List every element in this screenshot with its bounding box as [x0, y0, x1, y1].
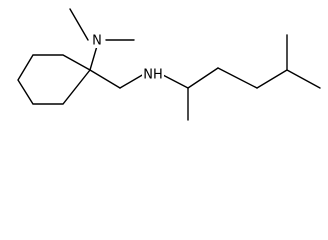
- atom-n2-label: NH: [143, 68, 163, 83]
- bond-chain-methyl-right: [286, 69, 321, 89]
- ring-cyclohexane: [17, 54, 91, 105]
- bond-chain-1: [187, 67, 219, 89]
- bond-nh-chain: [160, 73, 189, 89]
- molecule-structure: N NH: [17, 8, 321, 121]
- bond-ring-ch2: [89, 69, 121, 89]
- bond-chain-3: [256, 69, 288, 89]
- bond-chain-2: [217, 67, 258, 89]
- bond-n-ring: [89, 45, 98, 71]
- atom-n1: N: [90, 32, 104, 49]
- atom-n1-label: N: [92, 34, 102, 49]
- bond-ch2-nh: [119, 73, 145, 89]
- bond-n-methyl-left: [69, 8, 89, 41]
- atom-n2: NH: [142, 66, 164, 83]
